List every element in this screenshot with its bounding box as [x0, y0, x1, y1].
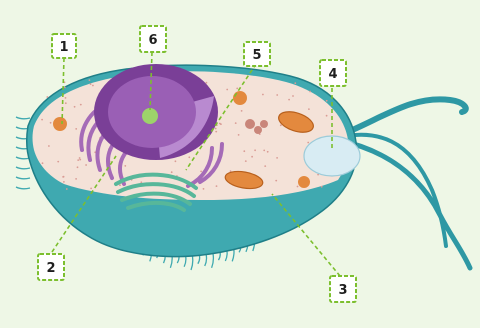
- granule: [63, 181, 65, 183]
- granule: [200, 171, 202, 173]
- granule: [79, 159, 81, 161]
- granule: [297, 186, 299, 188]
- granule: [307, 142, 309, 144]
- granule: [238, 134, 240, 136]
- granule: [92, 85, 94, 87]
- granule: [288, 99, 290, 101]
- granule: [236, 88, 238, 90]
- label-2: 2: [38, 254, 64, 280]
- granule: [264, 165, 266, 167]
- granule: [263, 150, 265, 152]
- granule: [77, 166, 79, 168]
- granule: [241, 110, 243, 112]
- granule: [294, 82, 296, 84]
- granule: [50, 122, 52, 124]
- granule: [245, 160, 247, 162]
- granule: [42, 162, 44, 164]
- granule: [75, 128, 77, 130]
- granule: [243, 150, 245, 152]
- granule: [66, 188, 68, 190]
- granule: [77, 159, 79, 161]
- granule: [75, 178, 77, 180]
- granule: [188, 156, 190, 158]
- granule: [275, 180, 277, 182]
- granule: [57, 161, 59, 163]
- label-4: 4: [320, 60, 346, 86]
- granule: [79, 157, 81, 159]
- granule: [65, 102, 67, 104]
- granule: [124, 165, 126, 167]
- granule: [90, 188, 92, 190]
- granule: [321, 186, 323, 188]
- label-3: 3: [330, 276, 356, 302]
- granule: [175, 160, 177, 162]
- label-5-text: 5: [252, 48, 261, 63]
- label-1: 1: [52, 34, 76, 58]
- granule: [80, 104, 82, 106]
- granule: [309, 91, 311, 93]
- vacuole: [304, 136, 360, 176]
- label-6-text: 6: [148, 33, 157, 48]
- granule: [292, 95, 294, 97]
- granule: [206, 82, 208, 84]
- granule: [64, 87, 66, 89]
- granule: [254, 149, 256, 151]
- granule: [262, 94, 264, 96]
- granule: [203, 188, 205, 190]
- granule: [280, 124, 282, 126]
- granule: [308, 108, 310, 110]
- granule: [90, 83, 92, 85]
- label-3-text: 3: [338, 283, 347, 298]
- label-2-text: 2: [46, 261, 55, 276]
- granule: [85, 164, 87, 166]
- granule: [216, 185, 218, 187]
- granule: [215, 128, 217, 130]
- granule: [89, 79, 91, 81]
- granule: [171, 171, 173, 173]
- granule: [215, 131, 217, 133]
- label-4-text: 4: [328, 67, 337, 82]
- granule: [326, 100, 328, 102]
- granule: [251, 156, 253, 158]
- granule: [46, 96, 48, 98]
- granule: [41, 119, 43, 121]
- granule: [48, 145, 50, 147]
- granule: [219, 123, 221, 125]
- nucleolus: [142, 108, 158, 124]
- label-1-text: 1: [59, 40, 68, 55]
- granule: [276, 94, 278, 96]
- granule: [235, 122, 237, 124]
- nucleus: [94, 64, 218, 160]
- granule: [62, 176, 64, 178]
- granule: [267, 151, 269, 153]
- granule: [119, 184, 121, 186]
- granule: [326, 115, 328, 117]
- label-6: 6: [140, 26, 166, 52]
- granule: [65, 97, 67, 99]
- granule: [74, 106, 76, 108]
- label-5: 5: [244, 42, 270, 66]
- granule: [226, 89, 228, 91]
- granule: [276, 157, 278, 159]
